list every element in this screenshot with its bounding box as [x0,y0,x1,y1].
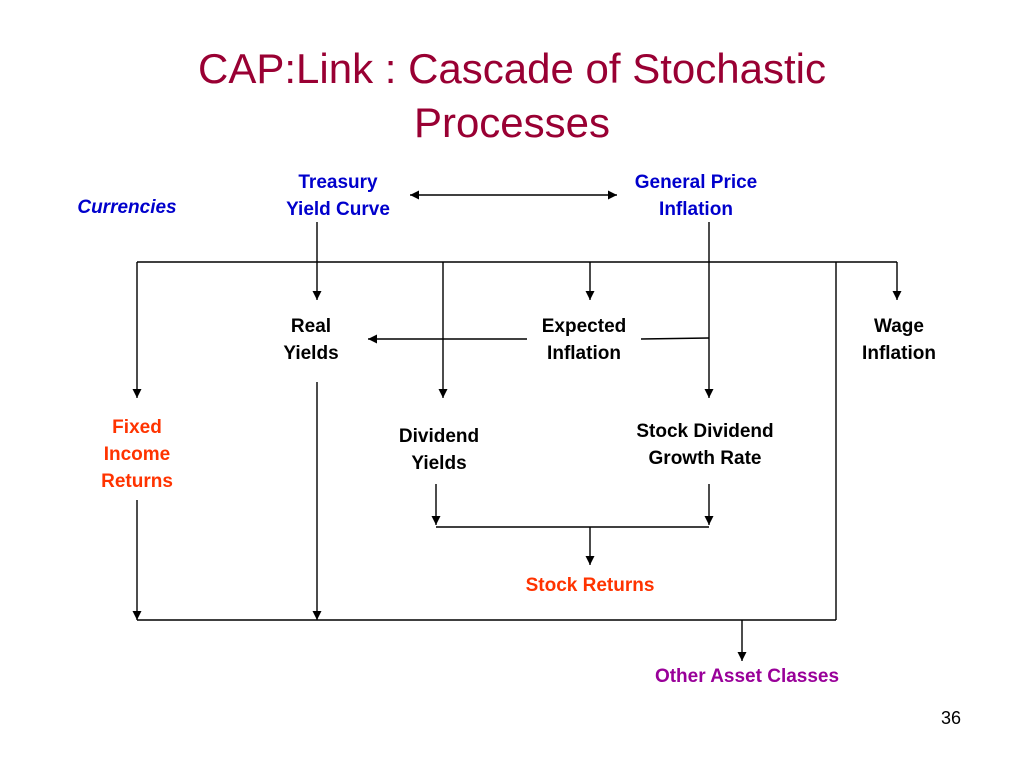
node-wage-inflation-line-2: Inflation [862,343,936,364]
node-price-inflation-line-2: Inflation [659,199,733,220]
node-other-asset-classes: Other Asset Classes [655,663,839,690]
node-fixed-income-line-1: Fixed [112,417,162,438]
node-dividend-yields: Dividend Yields [399,423,479,477]
node-expected-inflation: Expected Inflation [542,313,626,367]
slide-title-line-1: CAP:Link : Cascade of Stochastic [198,45,826,92]
node-fixed-income-returns: Fixed Income Returns [101,414,173,495]
node-treasury-line-2: Yield Curve [286,199,390,220]
node-treasury-yield-curve: Treasury Yield Curve [286,169,390,223]
node-fixed-income-line-3: Returns [101,471,173,492]
node-real-yields-line-1: Real [290,316,332,337]
node-wage-inflation: Wage Inflation [862,313,936,367]
slide-title-line-2: Processes [413,99,611,146]
node-currencies-label: Currencies [77,197,177,218]
node-dividend-yields-line-2: Yields [411,453,467,474]
node-stock-dividend-growth: Stock Dividend Growth Rate [636,418,773,472]
link-expected-to-price-line [640,337,710,340]
slide-title: CAP:Link : Cascade of Stochastic Process… [0,42,1024,150]
node-stock-returns: Stock Returns [526,572,655,599]
node-price-inflation-line-1: General Price [634,172,758,193]
node-dividend-yields-line-1: Dividend [398,426,480,447]
node-wage-inflation-line-1: Wage [874,316,924,337]
node-expected-inflation-line-2: Inflation [547,343,621,364]
node-stock-returns-label: Stock Returns [525,575,655,596]
node-dividend-growth-line-1: Stock Dividend [636,421,774,442]
node-treasury-line-1: Treasury [298,172,378,193]
node-expected-inflation-line-1: Expected [541,316,627,337]
page-number: 36 [941,708,962,728]
node-general-price-inflation: General Price Inflation [635,169,758,223]
node-real-yields-line-2: Yields [283,343,339,364]
node-other-assets-label: Other Asset Classes [654,666,840,687]
node-currencies: Currencies [77,194,176,221]
node-real-yields: Real Yields [283,313,338,367]
node-dividend-growth-line-2: Growth Rate [648,448,762,469]
node-fixed-income-line-2: Income [103,444,171,465]
